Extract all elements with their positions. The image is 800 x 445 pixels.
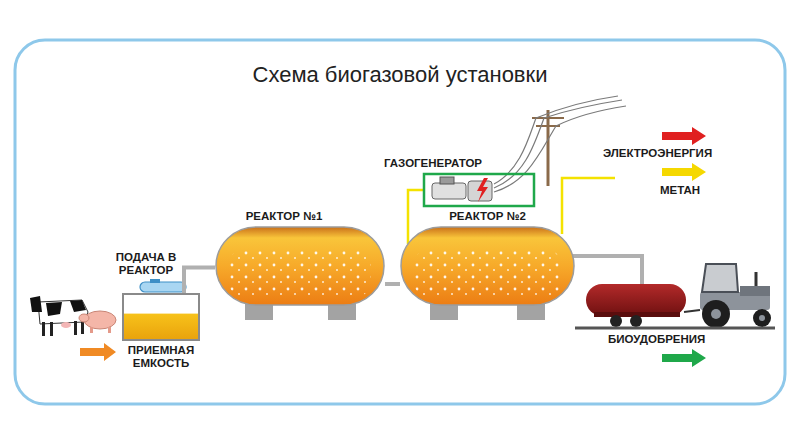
- tank-body: [123, 294, 199, 340]
- annotation-label: БИОУДОБРЕНИЯ: [608, 333, 705, 346]
- bubbles: [229, 250, 371, 296]
- trailer: [586, 284, 700, 327]
- reactor-tank: РЕАКТОР №1: [215, 226, 385, 306]
- node-shape: [122, 293, 200, 341]
- reactor-legs: [245, 304, 545, 320]
- generator-frame: [424, 174, 534, 206]
- node-shape: [215, 226, 385, 306]
- annotation-label: ЭЛЕКТРОЭНЕРГИЯ: [603, 147, 712, 160]
- receiving-tank: ПРИЕМНАЯ ЕМКОСТЬ: [122, 293, 200, 341]
- bubbles: [414, 250, 561, 296]
- ground-line: [575, 327, 775, 330]
- generator-box: ГАЗОГЕНЕРАТОР: [423, 173, 535, 207]
- electricity-arrow: [662, 127, 706, 145]
- methane-arrow: [662, 163, 706, 181]
- reactor-tank: РЕАКТОР №2: [400, 226, 575, 306]
- node-label: РЕАКТОР №1: [246, 210, 323, 223]
- tractor: [700, 264, 771, 328]
- pipe-connector: [184, 268, 215, 293]
- reactor-body: [216, 227, 384, 305]
- node-label: ПРИЕМНАЯ ЕМКОСТЬ: [119, 344, 203, 370]
- node-shape: [423, 173, 535, 207]
- pipe-connector: [385, 282, 400, 286]
- pump: [140, 279, 186, 292]
- methane-line: [562, 178, 615, 234]
- pig: [79, 311, 116, 333]
- node-label: ГАЗОГЕНЕРАТОР: [384, 157, 482, 170]
- generator-icon: [432, 177, 492, 202]
- annotation-label: ПОДАЧА В РЕАКТОР: [104, 251, 188, 277]
- frame: [15, 40, 785, 404]
- diagram-title: Схема биогазовой установки: [0, 62, 800, 88]
- node-shape: [400, 226, 575, 306]
- node-label: РЕАКТОР №2: [449, 210, 526, 223]
- annotation-label: МЕТАН: [660, 184, 700, 197]
- cow: [30, 296, 88, 336]
- fertilizer-arrow: [662, 349, 706, 367]
- reactor-body: [401, 227, 574, 305]
- outlet-pipe: [572, 256, 642, 286]
- input-arrow: [80, 343, 116, 361]
